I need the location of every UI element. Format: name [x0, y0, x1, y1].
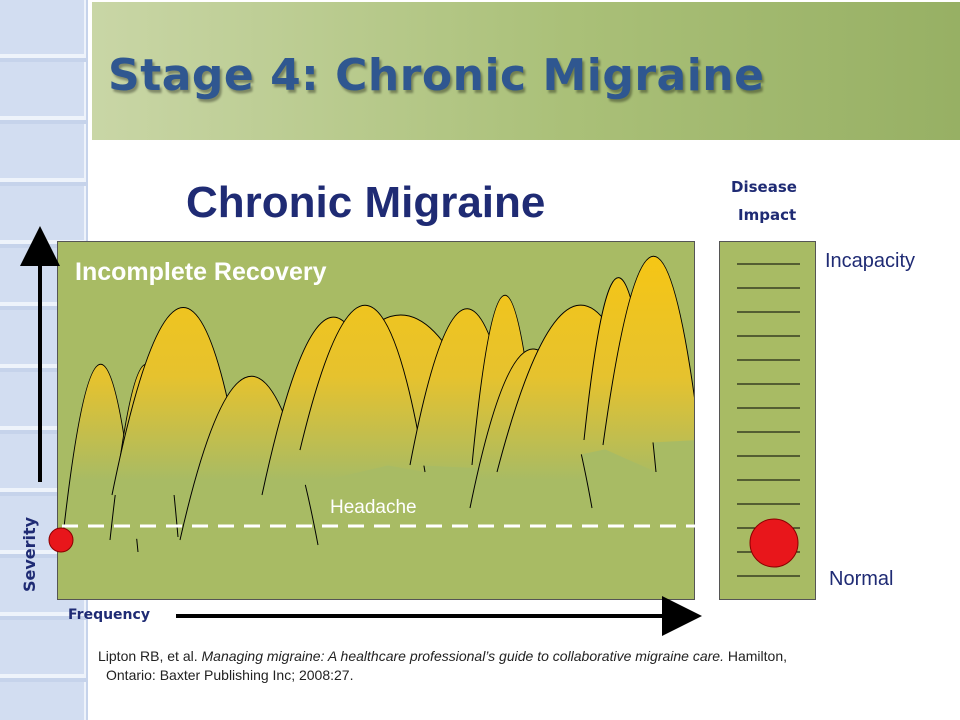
headache-label: Headache	[330, 497, 417, 518]
disease-impact-heading-line2: Impact	[738, 206, 797, 224]
slide-title: Stage 4: Chronic Migraine	[108, 50, 765, 101]
impact-level-marker	[749, 518, 799, 568]
severity-baseline-marker	[48, 527, 74, 553]
severity-axis-label: Severity	[20, 516, 39, 592]
incapacity-label: Incapacity	[825, 250, 916, 272]
attack-curve	[602, 255, 694, 446]
disease-impact-heading-line1: Disease	[731, 178, 797, 196]
title-banner	[92, 0, 960, 140]
migraine-attack-curves	[61, 255, 694, 553]
citation-publisher-line1: Hamilton,	[723, 648, 787, 664]
left-decoration-strip	[0, 0, 88, 720]
diagram-heading: Chronic Migraine	[186, 178, 546, 227]
normal-label: Normal	[829, 568, 894, 590]
attack-curve	[299, 305, 426, 473]
impact-scale-ticks	[737, 263, 800, 577]
citation: Lipton RB, et al. Managing migraine: A h…	[98, 647, 898, 685]
citation-publisher-line2: Ontario: Baxter Publishing Inc; 2008:27.	[106, 667, 354, 683]
citation-title: Managing migraine: A healthcare professi…	[201, 648, 724, 664]
incomplete-recovery-label: Incomplete Recovery	[75, 258, 327, 286]
frequency-axis-label: Frequency	[68, 607, 150, 623]
citation-authors: Lipton RB, et al.	[98, 648, 202, 664]
